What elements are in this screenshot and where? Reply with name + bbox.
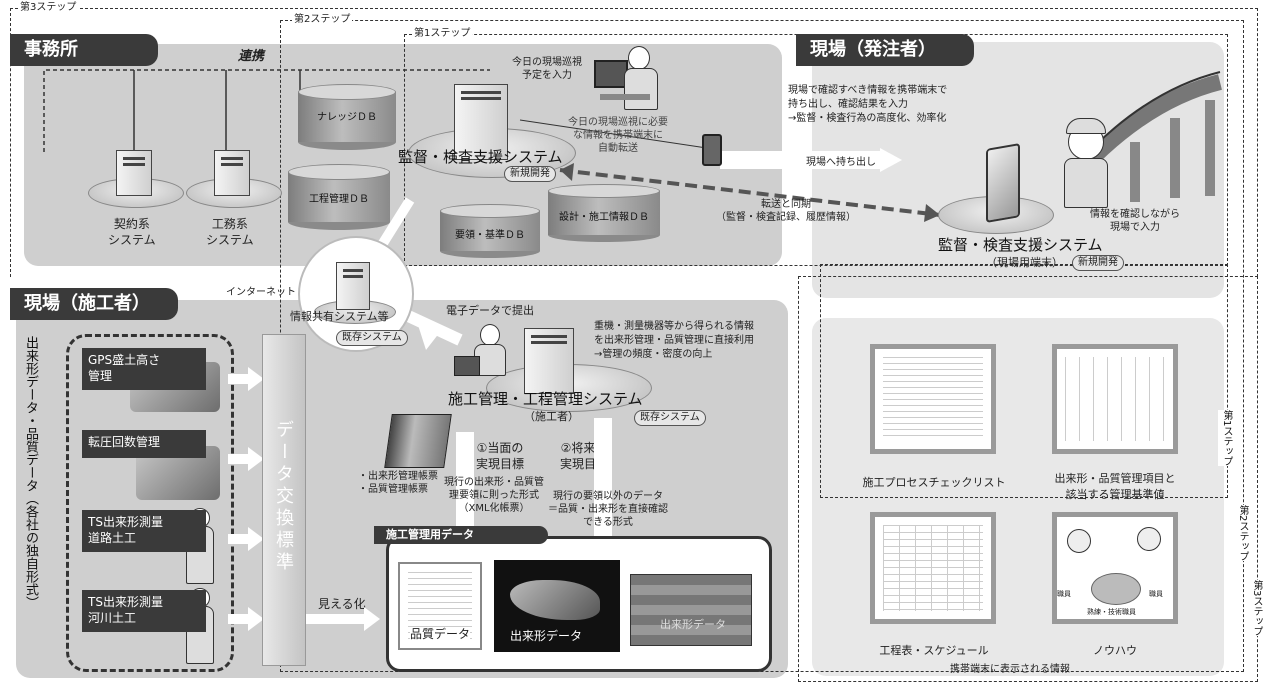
form-data-label: 出来形データ: [510, 629, 583, 643]
internet-label: インターネット: [226, 287, 296, 298]
field-tablet-icon: [986, 143, 1020, 223]
goal1-arrow: [456, 432, 474, 540]
data-exchange-column: [262, 334, 306, 666]
item-ts-river: TS出来形測量 河川土工: [82, 590, 206, 632]
right-step3-label: 第3ステップ: [1248, 580, 1264, 637]
knowhow-thumb: 職員 熟練・技術職員 職員: [1052, 512, 1178, 624]
knowhow-label-2: 熟練・技術職員: [1087, 608, 1136, 616]
arrow-2: [248, 447, 264, 471]
goal2-arrow: [594, 418, 612, 540]
data-panel-title: 施工管理用データ: [374, 526, 548, 544]
sync-note: 転送と同期（監督・検査記録、履歴情報）: [716, 199, 856, 223]
left-vertical-label: 出来形データ・品質データ（各社の独自形式）: [23, 336, 38, 609]
visible-arrow: [364, 607, 380, 631]
form-data-3d: [494, 560, 620, 652]
step1-label: 第1ステップ: [412, 28, 473, 40]
office-worker-icon: [594, 46, 670, 116]
mgmt-system-badge: 既存システム: [634, 410, 706, 426]
arrow-4: [248, 607, 264, 631]
auto-transfer-note: 今日の現場巡視に必要な情報を携帯端末に自動転送: [568, 117, 668, 154]
quality-data-label: 品質データ: [410, 627, 471, 641]
info-server-icon: [336, 262, 370, 310]
submit-label: 電子データで提出: [446, 304, 534, 317]
books-label: ・出来形管理帳票・品質管理帳票: [358, 471, 438, 495]
goal1: ①当面の実現目標: [476, 441, 525, 471]
arrow-stem-3: [228, 534, 250, 544]
knowhow-label-1: 職員: [1057, 590, 1071, 598]
info-system-badge: 既存システム: [336, 330, 408, 346]
main-system-title: 監督・検査支援システム: [398, 148, 563, 166]
goal1-desc: 現行の出来形・品質管理要領に則った形式（XML化帳票）: [444, 477, 544, 514]
goal2-desc: 現行の要領以外のデータ＝品質・出来形を直接確認できる形式: [548, 491, 668, 528]
contractor-worker-icon: [454, 324, 516, 378]
knowledge-db: ナレッジＤＢ: [298, 84, 396, 150]
equipment-group: [66, 334, 234, 672]
client-desc: 現場で確認すべき情報を携帯端末で持ち出し、確認結果を入力→監督・検査行為の高度化…: [788, 85, 948, 124]
mgmt-server-icon: [524, 328, 574, 394]
report-books-icon: [384, 414, 452, 468]
design-db: 設計・施工情報ＤＢ: [548, 184, 660, 242]
inspector-icon: [1058, 116, 1114, 212]
mgmt-system-sub: （施工者）: [524, 410, 579, 423]
step3-label: 第3ステップ: [18, 2, 79, 14]
knowhow-label-3: 職員: [1149, 590, 1163, 598]
carry-out-label: 現場へ持ち出し: [806, 157, 876, 168]
step1-right-boundary: [820, 264, 1228, 498]
mgmt-system-title: 施工管理・工程管理システム: [448, 390, 643, 408]
mobile-terminal-icon: [702, 134, 722, 166]
standard-db: 要領・基準ＤＢ: [440, 204, 540, 258]
field-system-title: 監督・検査支援システム: [938, 236, 1103, 254]
right-step2-label: 第2ステップ: [1234, 505, 1250, 562]
form-data-grid: [630, 574, 752, 646]
item-compaction: 転圧回数管理: [82, 430, 206, 458]
arrow-stem-2: [228, 454, 250, 464]
right-step1-label: 第1ステップ: [1218, 410, 1234, 467]
info-system-label: 情報共有システム等: [290, 310, 389, 323]
construction-server-icon: [214, 150, 250, 196]
contractor-site-title: 現場（施工者）: [10, 288, 178, 320]
contract-system-label: 契約系システム: [108, 217, 156, 247]
step2-label: 第2ステップ: [292, 14, 353, 26]
item-gps: GPS盛土高さ 管理: [82, 348, 206, 390]
quality-items-thumb: [1052, 344, 1178, 454]
data-exchange-label: データ交換標準: [273, 420, 294, 574]
input-note: 今日の現場巡視予定を入力: [512, 57, 582, 81]
process-checklist-caption: 施工プロセスチェックリスト: [862, 476, 1006, 489]
field-system-sub: （現場用端末）: [986, 256, 1063, 269]
item-ts-road: TS出来形測量 道路土工: [82, 510, 206, 552]
main-system-badge: 新規開発: [504, 166, 556, 182]
contract-server-icon: [116, 150, 152, 196]
arrow-stem-4: [228, 614, 250, 624]
form-data2-label: 出来形データ: [660, 618, 726, 631]
quality-items-caption: 出来形・品質管理項目と該当する管理基準値: [1054, 472, 1176, 501]
client-site-title: 現場（発注者）: [796, 34, 974, 66]
construction-system-label: 工務系システム: [206, 217, 254, 247]
step3-boundary: [10, 8, 1258, 277]
schedule-thumb: [870, 512, 996, 624]
renkei-label: 連携: [238, 49, 265, 64]
check-input-note: 情報を確認しながら現場で入力: [1090, 209, 1180, 233]
process-db: 工程管理ＤＢ: [288, 164, 390, 230]
arrow-stem-1: [228, 374, 250, 384]
knowhow-caption: ノウハウ: [1093, 644, 1137, 657]
office-title: 事務所: [10, 34, 158, 66]
process-checklist-thumb: [870, 344, 996, 454]
field-system-badge: 新規開発: [1072, 255, 1124, 271]
terminal-footer: 携帯端末に表示される情報: [950, 664, 1070, 675]
visible-label: 見える化: [318, 597, 366, 611]
sensor-desc: 重機・測量機器等から得られる情報を出来形管理・品質管理に直接利用→管理の頻度・密…: [594, 321, 754, 360]
main-server-icon: [454, 84, 508, 160]
arrow-3: [248, 527, 264, 551]
schedule-caption: 工程表・スケジュール: [879, 644, 989, 657]
step3-right-boundary: [798, 276, 1258, 682]
arrow-1: [248, 367, 264, 391]
visible-arrow-stem: [306, 614, 366, 624]
